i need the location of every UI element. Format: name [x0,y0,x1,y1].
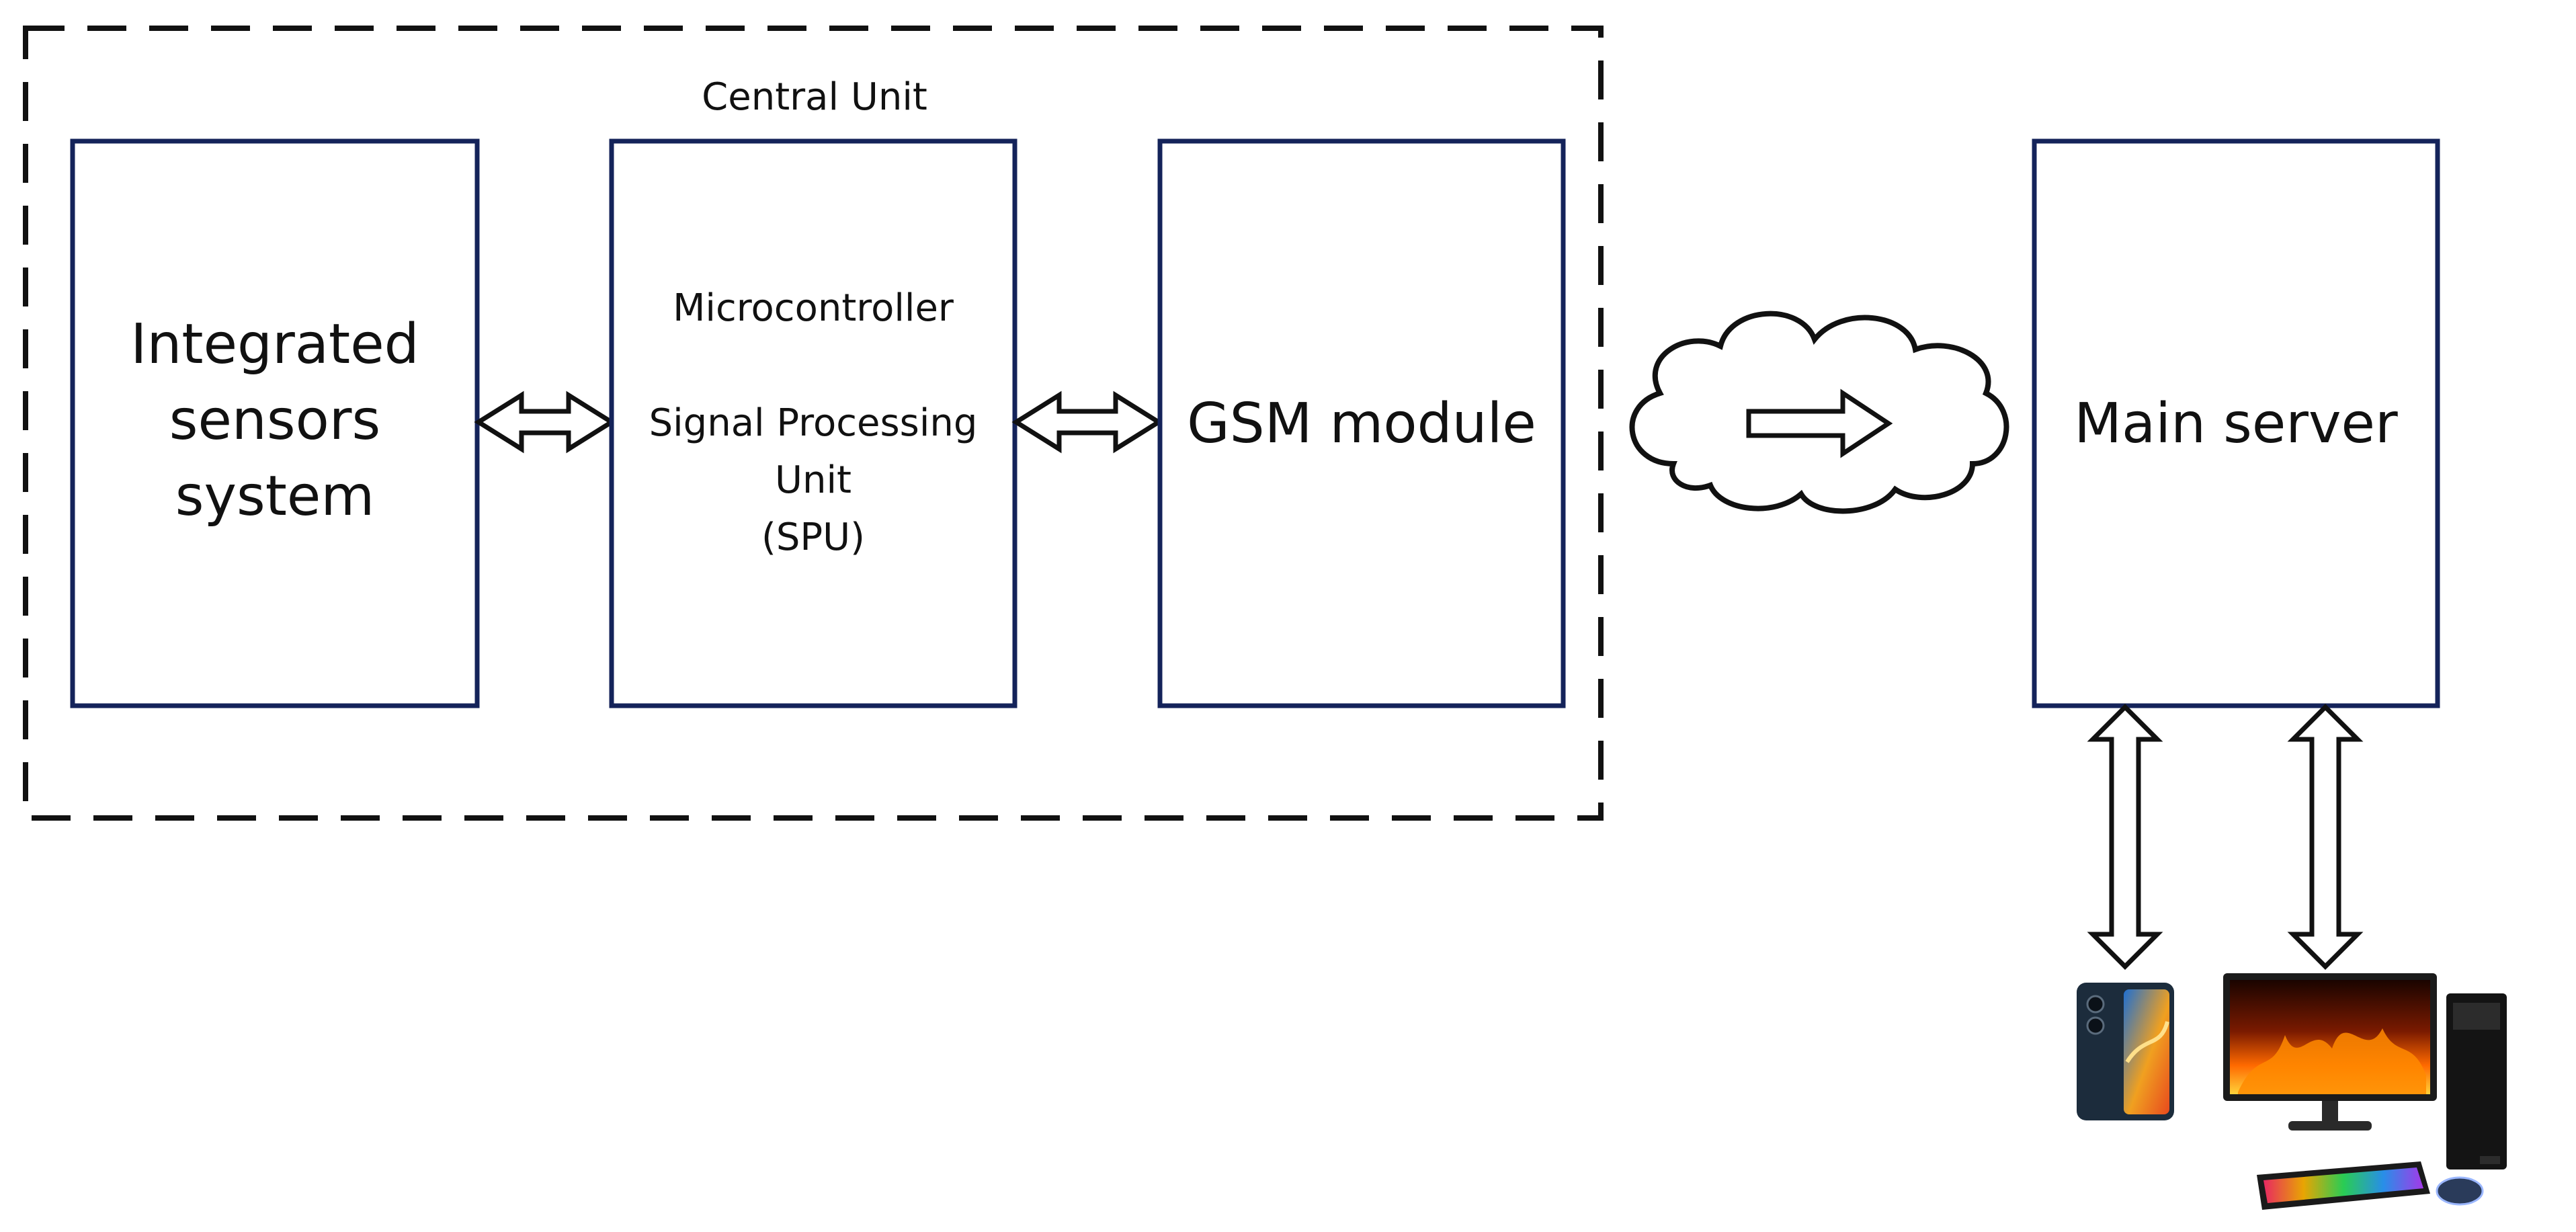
central-unit-title: Central Unit [702,75,927,119]
mcu-label-microcontroller: Microcontroller [673,286,954,330]
mcu-block: Microcontroller Signal Processing Unit (… [609,138,1017,708]
cloud-icon [1629,311,2009,514]
smartphone-icon [2077,983,2174,1120]
central-unit-boundary [23,26,1604,821]
sensors-mcu-double-arrow [474,391,616,454]
gsm-label: GSM module [1187,392,1536,456]
server-label: Main server [2074,392,2398,456]
mcu-label-spu-line-1: Signal Processing [649,401,978,445]
server-box [2032,138,2440,708]
transmission-arrow [1746,388,1893,458]
sensors-label-line-3: system [175,464,374,528]
desktop-computer-icon [2223,973,2507,1210]
gsm-block: GSM module [1157,138,1566,708]
sensors-label-line-1: Integrated [130,313,419,376]
mcu-gsm-double-arrow [1011,391,1163,454]
mcu-box [609,138,1017,708]
server-block: Main server [2032,138,2440,708]
mcu-label-spu-line-2: Unit [775,458,851,502]
sensors-label-line-2: sensors [169,388,380,452]
server-desktop-double-arrow [2287,704,2364,970]
mcu-label-spu-line-3: (SPU) [761,516,865,559]
sensors-block: Integrated sensors system [70,138,480,708]
server-phone-double-arrow [2087,704,2163,970]
gsm-box [1157,138,1566,708]
sensors-box [70,138,480,708]
